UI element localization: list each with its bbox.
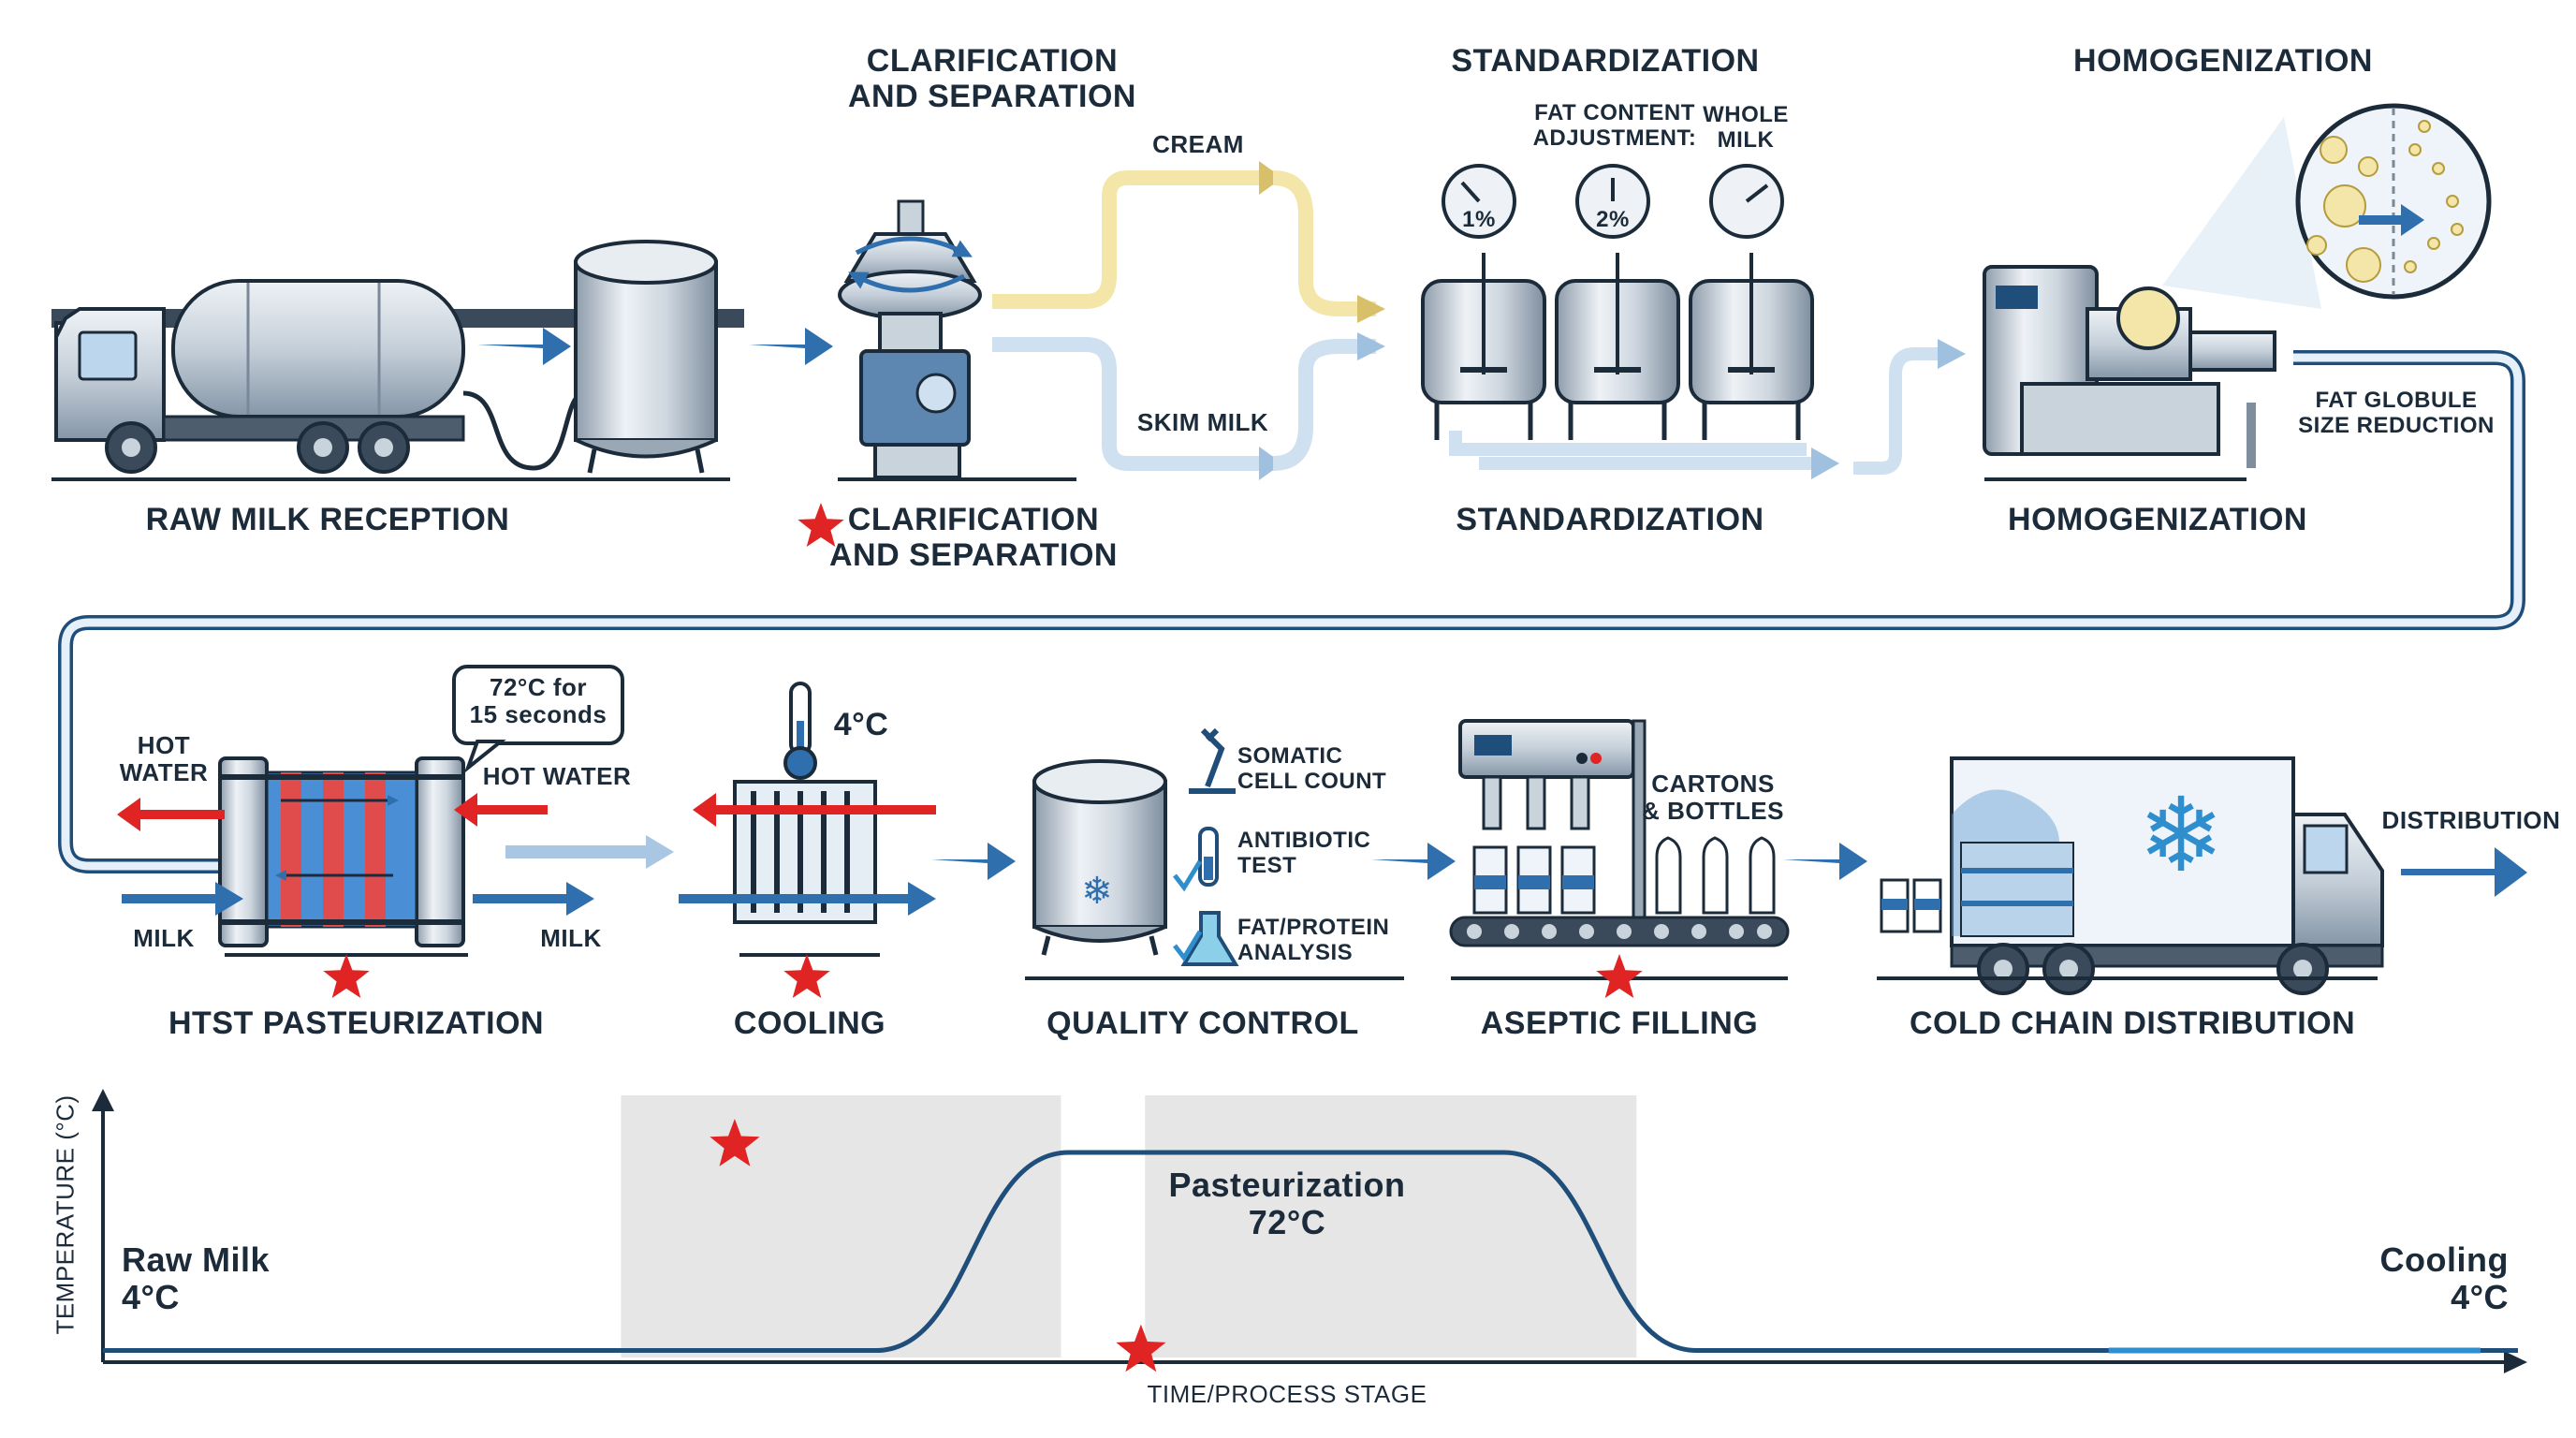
filling-machine-icon (1449, 719, 1790, 980)
refrigerated-truck-icon: ❄ (1877, 756, 2384, 995)
critical-point-star-icon (798, 503, 844, 547)
flow-arrow (1371, 843, 1456, 880)
qc-antibiotic-label: ANTIBIOTIC TEST (1237, 828, 1371, 878)
svg-text:❄: ❄ (1081, 870, 1113, 913)
top-label-clarification: CLARIFICATION AND SEPARATION (848, 43, 1136, 115)
flow-arrow (454, 793, 477, 827)
check-icon (1173, 930, 1203, 962)
storage-silo-icon (574, 240, 718, 474)
homogenizer-icon (1983, 265, 2276, 481)
cream-label: CREAM (1152, 130, 1244, 158)
standardization-tanks-icon (1421, 164, 1839, 479)
top-label-standardization: STANDARDIZATION (1451, 43, 1760, 79)
temperature-callout (452, 665, 624, 773)
flow-arrow (1938, 339, 1966, 369)
chart-annotation-pasteurization: Pasteurization 72°C (1168, 1166, 1406, 1242)
check-icon (1173, 859, 1203, 892)
cooling-star-icon (1116, 1324, 1166, 1372)
pasteurization-zone (621, 1095, 1061, 1357)
magnified-fat-globules-icon (2162, 103, 2492, 309)
flow-arrow (693, 793, 716, 827)
hot-water-left-label: HOT WATER (119, 731, 209, 787)
flow-arrow (1357, 295, 1385, 323)
cream-pipe (992, 170, 1273, 309)
flow-arrow (908, 882, 936, 916)
stage-aseptic-filling: ASEPTIC FILLING (1480, 1005, 1759, 1041)
flow-arrow (566, 882, 594, 916)
skim-pipe (1272, 339, 1376, 471)
flow-arrow (1259, 161, 1282, 195)
stage-quality-control: QUALITY CONTROL (1046, 1005, 1359, 1041)
tanker-truck-icon (51, 279, 744, 474)
flow-arrow (215, 882, 243, 916)
chart-xlabel: TIME/PROCESS STAGE (1147, 1380, 1427, 1408)
milk-left-label: MILK (133, 924, 195, 952)
test-tube-icon (1198, 827, 1219, 887)
chart-annotation-raw-milk: Raw Milk 4°C (122, 1240, 271, 1317)
stage-cold-chain: COLD CHAIN DISTRIBUTION (1910, 1005, 2356, 1041)
y-axis-arrow (92, 1089, 114, 1111)
qc-somatic-label: SOMATIC CELL COUNT (1237, 743, 1387, 794)
distribution-label: DISTRIBUTION (2381, 806, 2561, 834)
stage-cooling: COOLING (733, 1005, 886, 1041)
milk-pipe (1853, 347, 1947, 475)
chart-annotation-cooling: Cooling 4°C (2379, 1240, 2509, 1317)
skim-milk-label: SKIM MILK (1136, 408, 1269, 436)
milk-right-label: MILK (540, 924, 602, 952)
critical-point-star-icon (323, 954, 370, 998)
skim-pipe (992, 337, 1273, 471)
stage-standardization: STANDARDIZATION (1456, 502, 1764, 537)
top-label-homogenization: HOMOGENIZATION (2073, 43, 2373, 79)
stage-htst: HTST PASTEURIZATION (168, 1005, 545, 1041)
connecting-pipe-inner (61, 353, 2523, 871)
flask-icon (1180, 911, 1239, 966)
cooling-temp-label: 4°C (833, 707, 889, 742)
chart-ylabel: TEMPERATURE (°C) (51, 1094, 80, 1335)
qc-fat-label: FAT/PROTEIN ANALYSIS (1237, 915, 1390, 965)
whole-milk-label: WHOLE MILK (1703, 102, 1789, 153)
stage-clarification: CLARIFICATION AND SEPARATION (829, 502, 1118, 574)
x-axis-arrow (2504, 1351, 2527, 1373)
temperature-chart (92, 1089, 2527, 1373)
flow-arrow (931, 843, 1016, 880)
gauge-1-label: 1% (1462, 207, 1496, 232)
flow-arrow (1783, 843, 1867, 880)
pasteurization-callout-text: 72°C for 15 seconds (469, 673, 607, 729)
stage-raw-milk: RAW MILK RECEPTION (145, 502, 510, 537)
quality-control-tank-icon: ❄ (1025, 759, 1404, 980)
thermometer-icon (783, 682, 817, 780)
fat-globule-label: FAT GLOBULE SIZE REDUCTION (2298, 388, 2495, 438)
svg-text:❄: ❄ (2138, 775, 2224, 895)
hot-water-right-label: HOT WATER (482, 762, 632, 790)
cream-pipe (1272, 170, 1376, 316)
critical-point-star-icon (1596, 954, 1643, 998)
flow-arrow (1259, 447, 1282, 480)
centrifugal-separator-icon (838, 199, 982, 479)
pasteurization-star-icon (710, 1119, 760, 1167)
flow-arrow (646, 835, 674, 869)
flow-arrow (477, 328, 571, 365)
distribution-arrow (2401, 847, 2527, 897)
plate-heat-exchanger-icon (218, 756, 468, 957)
critical-control-points (323, 503, 1643, 998)
flow-arrow (749, 328, 833, 365)
cartons-label: CARTONS & BOTTLES (1642, 770, 1784, 826)
microscope-icon (1189, 727, 1236, 794)
temperature-line (103, 1150, 2518, 1354)
fat-content-label: FAT CONTENT ADJUSTMENT: (1532, 100, 1697, 151)
cooling-zone (1145, 1095, 1637, 1357)
stage-homogenization: HOMOGENIZATION (2008, 502, 2307, 537)
gauge-2-label: 2% (1596, 207, 1630, 232)
flow-arrow (117, 798, 140, 831)
critical-point-star-icon (783, 954, 830, 998)
flow-arrow (1357, 332, 1385, 360)
